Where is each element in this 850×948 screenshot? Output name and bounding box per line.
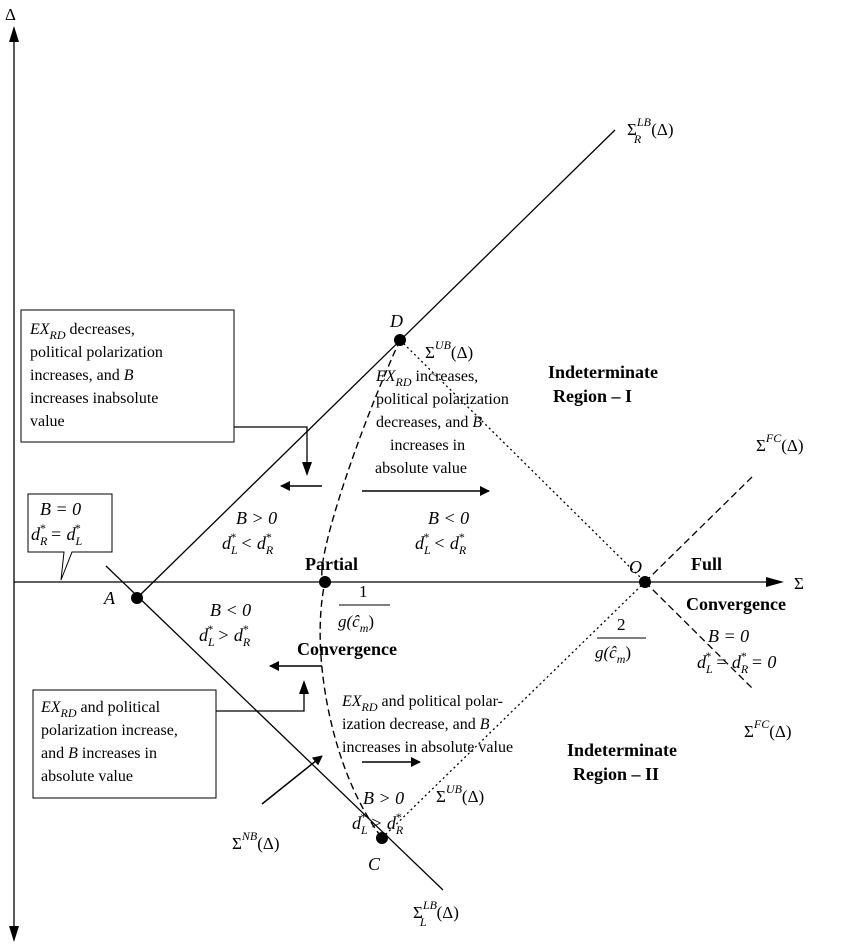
note-mid-upper-line-5: absolute value	[375, 460, 467, 477]
point-o-label: O	[629, 557, 642, 577]
x-axis-label: Σ	[794, 574, 804, 593]
point-c-dot	[376, 832, 388, 844]
tick-two-denominator: g(ĉm)	[595, 643, 631, 666]
full-convergence-label: Convergence	[686, 594, 786, 614]
partial-convergence-label: Convergence	[297, 639, 397, 659]
note-lower-line-1: EXRD and political	[40, 699, 161, 720]
arrow-nb-pointer	[261, 755, 323, 805]
label-sigma-ub-bottom: ΣUB(Δ)	[436, 782, 484, 806]
bubble-d-text: dR* = dL*	[31, 521, 83, 548]
note-upper-line-2: political polarization	[30, 344, 163, 361]
point-o-dot	[639, 576, 651, 588]
note-mid-lower-line-3: increases in absolute value	[342, 739, 513, 756]
label-sigma-ub-top: ΣUB(Δ)	[425, 338, 473, 362]
partial-dot	[319, 576, 331, 588]
point-a-dot	[131, 592, 143, 604]
point-c-label: C	[368, 854, 381, 874]
horizontal-axis-arrow	[766, 577, 784, 587]
cond-lower-left-d: dL* > dR*	[199, 622, 251, 649]
label-sigma-fc-top: ΣFC(Δ)	[756, 431, 804, 455]
point-a-label: A	[103, 588, 116, 608]
note-box-upper	[20, 309, 235, 443]
region-1-title: Indeterminate	[548, 362, 658, 382]
point-d-label: D	[389, 311, 403, 331]
note-lower-line-3: and B increases in	[41, 745, 157, 762]
bubble-b-text: B = 0	[40, 499, 81, 519]
region-1-subtitle: Region – I	[553, 386, 632, 406]
note-upper-line-1: EXRD decreases,	[29, 321, 135, 342]
note-mid-upper-line-2: political polarization	[376, 391, 509, 408]
speech-bubble-box	[27, 493, 113, 581]
label-sigma-fc-bottom: ΣFC(Δ)	[744, 717, 792, 741]
note-box-lower-pointer	[216, 686, 305, 712]
sigma-ub-lower-line	[381, 581, 646, 839]
note-box-upper-arrow	[302, 462, 312, 476]
cond-upper-left-b: B > 0	[236, 508, 277, 528]
note-box-upper-pointer	[234, 426, 308, 470]
tick-one-numerator: 1	[359, 582, 368, 601]
note-upper-line-5: value	[30, 413, 65, 430]
note-mid-upper-line-1: EXRD increases,	[375, 368, 478, 389]
region-2-title: Indeterminate	[567, 740, 677, 760]
sigma-ub-upper-line	[399, 339, 646, 583]
note-box-lower	[32, 689, 217, 799]
cond-upper-right-d: dL* < dR*	[415, 530, 467, 557]
region-2-subtitle: Region – II	[573, 764, 659, 784]
note-mid-lower-line-1: EXRD and political polar-	[341, 693, 503, 714]
y-axis-label: Δ	[5, 5, 16, 24]
tick-one-denominator: g(ĉm)	[338, 612, 374, 635]
cond-upper-right-b: B < 0	[428, 508, 469, 528]
cond-lower-right-d: dL* > dR*	[352, 810, 404, 837]
note-box-lower-arrow	[299, 680, 309, 694]
cond-lower-right-b: B > 0	[363, 788, 404, 808]
note-lower-line-4: absolute value	[41, 768, 133, 785]
vertical-axis-arrow-bottom	[9, 926, 19, 942]
cond-upper-left-d: dL* < dR*	[222, 530, 274, 557]
note-mid-lower-line-2: ization decrease, and B	[342, 716, 490, 733]
note-lower-line-2: polarization increase,	[41, 722, 178, 739]
note-upper-line-4: increases inabsolute	[30, 390, 158, 407]
full-label: Full	[691, 554, 722, 574]
partial-label: Partial	[305, 554, 358, 574]
cond-full-d: dL* = dR* = 0	[697, 649, 776, 676]
note-mid-upper-line-3: decreases, and B	[376, 414, 482, 431]
label-sigma-nb: ΣNB(Δ)	[232, 829, 280, 853]
vertical-axis-arrow-top	[9, 26, 19, 42]
sigma-r-lb-line	[136, 129, 616, 599]
sigma-fc-upper-line	[644, 476, 753, 583]
note-upper-line-3: increases, and B	[30, 367, 134, 384]
sigma-fc-lower-line	[644, 581, 753, 689]
point-d-dot	[394, 334, 406, 346]
note-mid-upper-line-4: increases in	[390, 437, 465, 454]
tick-two-numerator: 2	[617, 615, 626, 634]
cond-lower-left-b: B < 0	[210, 600, 251, 620]
cond-full-b: B = 0	[708, 626, 749, 646]
